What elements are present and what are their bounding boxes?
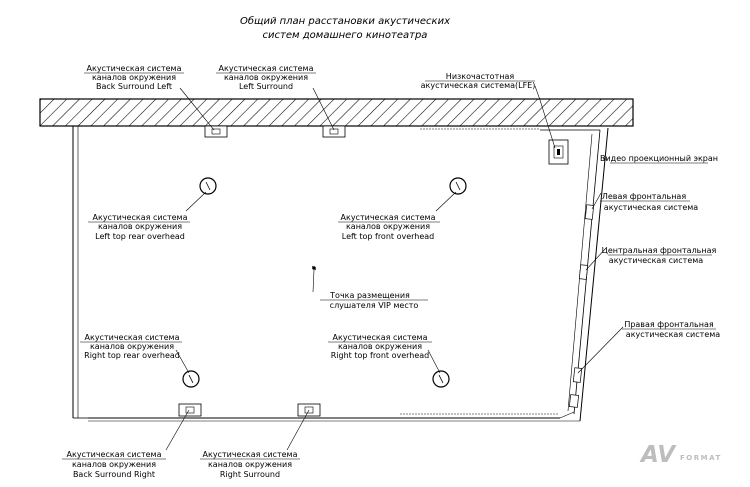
back-surround-right-line2: каналов окружения: [72, 460, 156, 469]
right-surround-line2: каналов окружения: [208, 460, 292, 469]
back-surround-right-line3: Back Surround Right: [73, 470, 155, 479]
back-surround-left-line3: Back Surround Left: [96, 82, 172, 91]
left-surround-line3: Left Surround: [239, 82, 293, 91]
label-right-front: Правая фронтальная акустическая система: [622, 320, 720, 339]
top-wall: [39, 98, 634, 127]
right-top-front-overhead-speaker: [432, 370, 450, 388]
back-surround-left-line1: Акустическая система: [87, 64, 182, 73]
left-top-rear-line1: Акустическая система: [93, 213, 188, 222]
label-back-surround-left: Акустическая система каналов окружения B…: [84, 64, 184, 91]
vip-line2: слушателя VIP место: [330, 301, 419, 310]
label-back-surround-right: Акустическая система каналов окружения B…: [62, 450, 166, 479]
vip-line1: Точка размещения: [329, 291, 410, 300]
center-front-line2: акустическая система: [609, 256, 703, 265]
left-top-rear-overhead-speaker: [199, 177, 217, 195]
right-top-front-line3: Right top front overhead: [331, 351, 430, 360]
center-front-line1: Центральная фронтальная: [602, 246, 717, 255]
left-surround-line2: каналов окружения: [224, 73, 308, 82]
label-projection-screen: Видео проекционный экран: [600, 154, 718, 164]
label-right-top-front-overhead: Акустическая система каналов окружения R…: [328, 333, 432, 360]
left-top-front-line1: Акустическая система: [341, 213, 436, 222]
right-front-line2: акустическая система: [626, 330, 720, 339]
lfe-line2: акустическая система(LFE): [421, 81, 536, 90]
back-surround-left-line2: каналов окружения: [92, 73, 176, 82]
lfe-subwoofer: [548, 139, 569, 165]
right-front-line1: Правая фронтальная: [624, 320, 714, 329]
right-top-rear-overhead-speaker: [182, 370, 200, 388]
label-vip-listener: Точка размещения слушателя VIP место: [320, 291, 428, 310]
left-top-rear-line2: каналов окружения: [98, 222, 182, 231]
leader-lines: [165, 85, 624, 451]
left-top-rear-line3: Left top rear overhead: [95, 232, 185, 241]
right-surround-line3: Right Surround: [220, 470, 280, 479]
av-format-logo: AV FORMAT: [639, 442, 722, 468]
left-top-front-overhead-speaker: [449, 177, 467, 195]
right-top-front-line2: каналов окружения: [338, 342, 422, 351]
label-left-front: Левая фронтальная акустическая система: [600, 192, 698, 212]
room-outline: [72, 126, 609, 422]
left-front-line2: акустическая система: [604, 203, 698, 212]
label-left-top-front-overhead: Акустическая система каналов окружения L…: [338, 213, 440, 241]
right-top-rear-line3: Right top rear overhead: [84, 351, 180, 360]
plan-title-line1: Общий план расстановки акустических: [240, 15, 450, 27]
left-surround-line1: Акустическая система: [219, 64, 314, 73]
back-surround-left-speaker: [204, 125, 228, 138]
right-surround-line1: Акустическая система: [203, 450, 298, 459]
lfe-line1: Низкочастотная: [446, 72, 515, 81]
label-center-front: Центральная фронтальная акустическая сис…: [602, 246, 717, 265]
logo-word: FORMAT: [680, 454, 722, 462]
label-right-surround: Акустическая система каналов окружения R…: [200, 450, 300, 479]
label-left-top-rear-overhead: Акустическая система каналов окружения L…: [88, 213, 190, 241]
right-top-rear-line2: каналов окружения: [90, 342, 174, 351]
right-top-rear-line1: Акустическая система: [85, 333, 180, 342]
label-lfe: Низкочастотная акустическая система(LFE): [421, 72, 536, 90]
left-top-front-line3: Left top front overhead: [342, 232, 435, 241]
projection-screen-text: Видео проекционный экран: [600, 154, 718, 163]
back-surround-right-line1: Акустическая система: [67, 450, 162, 459]
plan-title-line2: систем домашнего кинотеатра: [263, 30, 428, 41]
left-top-front-line2: каналов окружения: [346, 222, 430, 231]
left-surround-speaker: [322, 125, 346, 138]
right-top-front-line1: Акустическая система: [333, 333, 428, 342]
back-surround-right-speaker: [178, 403, 202, 417]
label-left-surround: Акустическая система каналов окружения L…: [216, 64, 316, 91]
left-front-line1: Левая фронтальная: [602, 192, 686, 201]
vip-listener-point: [311, 265, 317, 271]
label-right-top-rear-overhead: Акустическая система каналов окружения R…: [80, 333, 182, 360]
logo-mark: AV: [639, 442, 677, 468]
